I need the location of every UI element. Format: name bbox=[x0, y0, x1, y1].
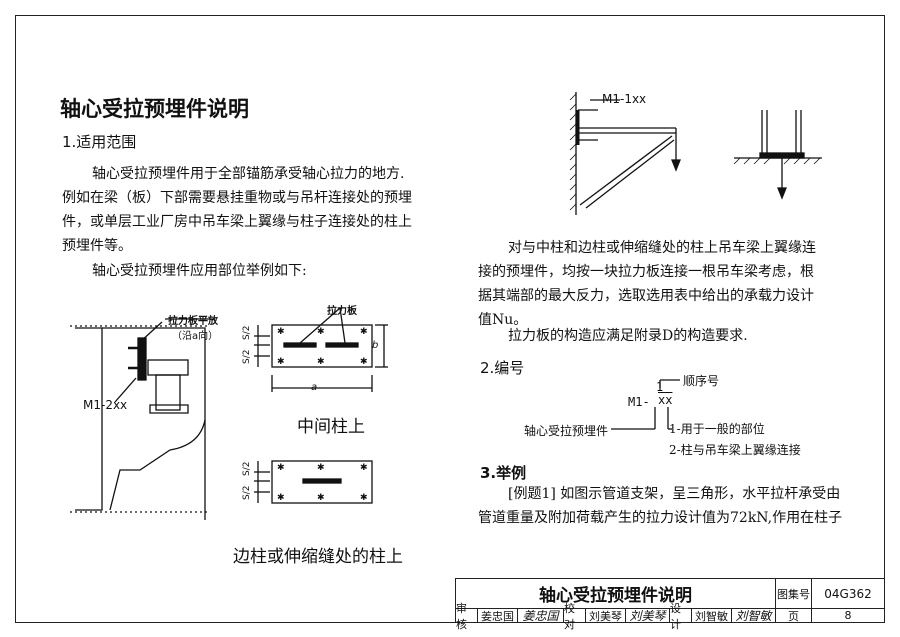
code-prefix: M1- bbox=[628, 395, 650, 409]
svg-text:✱: ✱ bbox=[317, 327, 325, 337]
code-seq-label: 顺序号 bbox=[683, 374, 720, 388]
code-option-1: 1-用于一般的部位 bbox=[669, 422, 765, 436]
svg-text:✱: ✱ bbox=[277, 327, 285, 337]
tb-review-label: 审核 bbox=[456, 602, 478, 631]
dim-b: b bbox=[372, 340, 379, 351]
s3-para-line-2: 管道重量及附加荷载产生的拉力设计值为72kN,作用在柱子 bbox=[478, 510, 843, 526]
code-name-label: 轴心受拉预埋件 bbox=[524, 424, 609, 438]
tb-design-name: 刘智敏 bbox=[692, 609, 732, 623]
svg-text:✱: ✱ bbox=[360, 493, 368, 503]
section-1-heading: 1.适用范围 bbox=[62, 133, 137, 151]
s1-para-line-4: 预埋件等。 bbox=[62, 238, 132, 254]
tb-title: 轴心受拉预埋件说明 bbox=[456, 579, 776, 609]
svg-text:✱: ✱ bbox=[277, 493, 285, 503]
s1-para-line-1: 轴心受拉预埋件用于全部锚筋承受轴心拉力的地方. bbox=[92, 166, 405, 182]
tb-check-name: 刘美琴 bbox=[586, 609, 626, 623]
right-para-line-1: 对与中柱和边柱或伸缩缝处的柱上吊车梁上翼缘连 bbox=[508, 240, 816, 256]
right-para-line-4: 值Nu。 bbox=[478, 312, 528, 328]
svg-text:✱: ✱ bbox=[360, 327, 368, 337]
s1-para-line-2: 例如在梁（板）下部需要悬挂重物或与吊杆连接处的预埋 bbox=[62, 190, 412, 206]
tb-review-signature: 姜忠国 bbox=[518, 609, 564, 623]
svg-text:✱: ✱ bbox=[317, 463, 325, 473]
s1-para-2: 轴心受拉预埋件应用部位举例如下: bbox=[92, 263, 307, 279]
tb-page-no: 8 bbox=[844, 609, 852, 622]
tb-review-name: 姜忠国 bbox=[478, 609, 518, 623]
drawing-frame bbox=[15, 15, 885, 623]
svg-text:✱: ✱ bbox=[277, 463, 285, 473]
right-para-line-3: 据其端部的最大反力，选取选用表中给出的承载力设计 bbox=[478, 288, 814, 304]
tb-check-label: 校对 bbox=[564, 602, 586, 631]
dim-s2-1: S/2 bbox=[242, 326, 252, 340]
tb-check-signature: 刘美琴 bbox=[626, 609, 670, 623]
code-option-2: 2-柱与吊车梁上翼缘连接 bbox=[669, 443, 801, 457]
caption-middle-column: 中间柱上 bbox=[297, 417, 365, 437]
numbering-lines bbox=[611, 379, 680, 430]
plate-middle: ✱ ✱ ✱ ✱ ✱ ✱ bbox=[254, 307, 388, 392]
tb-atlas-no: 04G362 bbox=[812, 579, 884, 609]
label-along-a: （沿a向） bbox=[172, 331, 219, 342]
svg-text:✱: ✱ bbox=[360, 463, 368, 473]
section-2-heading: 2.编号 bbox=[480, 359, 525, 377]
code-seq: xx bbox=[658, 393, 673, 407]
label-m1-1xx: M1-1xx bbox=[602, 92, 647, 106]
label-tension-plate: 拉力板 bbox=[327, 306, 357, 317]
tb-design-label: 设计 bbox=[670, 602, 692, 631]
section-3-heading: 3.举例 bbox=[480, 464, 527, 482]
dim-s2-2: S/2 bbox=[242, 350, 252, 364]
svg-text:✱: ✱ bbox=[277, 357, 285, 367]
s3-para-line-1: [例题1] 如图示管道支架，呈三角形，水平拉杆承受由 bbox=[508, 486, 841, 502]
right-para-line-2: 接的预埋件，均按一块拉力板连接一根吊车梁考虑，根 bbox=[478, 264, 814, 280]
svg-text:✱: ✱ bbox=[317, 357, 325, 367]
label-plate-flat: 拉力板平放 bbox=[168, 316, 218, 327]
s1-para-line-3: 件，或单层工业厂房中吊车梁上翼缘与柱子连接处的柱上 bbox=[62, 214, 412, 230]
dim-s2-4: S/2 bbox=[242, 486, 252, 500]
plate-edge: ✱ ✱ ✱ ✱ ✱ ✱ bbox=[254, 460, 373, 504]
tb-design-signature: 刘智敏 bbox=[732, 609, 776, 623]
svg-text:✱: ✱ bbox=[317, 493, 325, 503]
title-block: 轴心受拉预埋件说明 图集号 04G362 审核 姜忠国 姜忠国 校对 刘美琴 刘… bbox=[455, 578, 885, 631]
tb-page-label: 页 bbox=[776, 609, 812, 623]
right-para-2: 拉力板的构造应满足附录D的构造要求. bbox=[508, 328, 748, 344]
svg-text:✱: ✱ bbox=[360, 357, 368, 367]
bracket-drawing bbox=[569, 92, 822, 215]
caption-edge-column: 边柱或伸缩缝处的柱上 bbox=[233, 547, 403, 567]
tb-atlas-label: 图集号 bbox=[776, 579, 812, 609]
corbel-drawing bbox=[70, 318, 215, 520]
page-title: 轴心受拉预埋件说明 bbox=[60, 97, 249, 121]
dim-s2-3: S/2 bbox=[242, 462, 252, 476]
